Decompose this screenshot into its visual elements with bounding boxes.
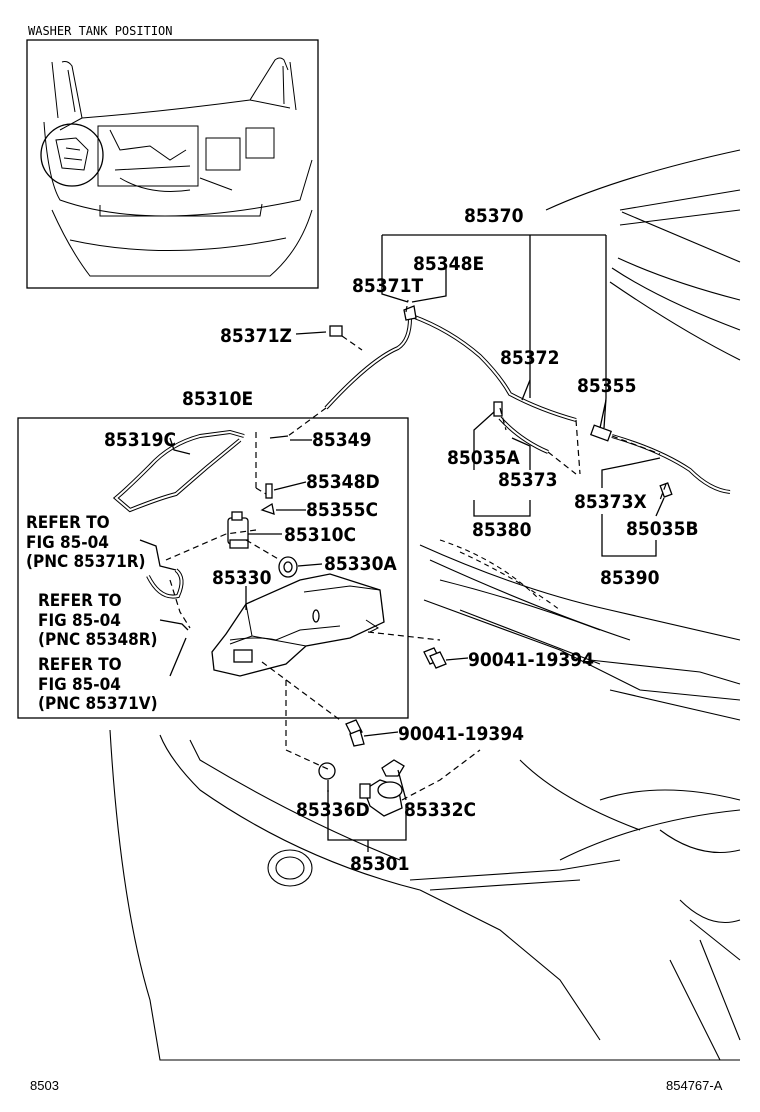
label-85371Z: 85371Z: [220, 325, 292, 347]
joint-85348E: [403, 305, 417, 321]
bolt-90041-upper: [423, 647, 447, 669]
clip-85371Z: [329, 325, 343, 337]
inset-tank-highlight-circle: [40, 123, 104, 187]
label-85035A: 85035A: [447, 447, 520, 469]
label-85373: 85373: [498, 469, 557, 491]
nozzle-85035A: [493, 401, 503, 417]
washer-tank-85330: [211, 573, 385, 677]
label-85355: 85355: [577, 375, 636, 397]
label-85348D: 85348D: [306, 471, 380, 493]
label-85310C: 85310C: [284, 524, 356, 546]
label-85390: 85390: [600, 567, 660, 589]
label-85332C: 85332C: [404, 799, 476, 821]
svg-text:(PNC 85371V): (PNC 85371V): [38, 694, 158, 714]
label-85301: 85301: [350, 853, 409, 875]
label-90041-upper: 90041-19394: [468, 649, 594, 671]
bolt-90041-lower: [345, 719, 365, 747]
refer-note-85348R: REFER TO FIG 85-04 (PNC 85348R): [38, 591, 158, 650]
grommet-85330A: [278, 556, 298, 578]
label-85336D: 85336D: [296, 799, 370, 821]
page-number: 8503: [30, 1078, 59, 1093]
svg-text:(PNC 85348R): (PNC 85348R): [38, 630, 158, 650]
nozzle-85373X: [659, 482, 673, 498]
grommet-85332C: [381, 759, 405, 777]
label-85372: 85372: [500, 347, 559, 369]
label-85330A: 85330A: [324, 553, 397, 575]
label-85355C: 85355C: [306, 499, 378, 521]
label-85373X: 85373X: [574, 491, 647, 513]
label-85349: 85349: [312, 429, 371, 451]
svg-text:REFER TO: REFER TO: [38, 655, 122, 675]
inset-title: WASHER TANK POSITION: [28, 24, 173, 38]
inset-washer-tank-position: WASHER TANK POSITION: [26, 24, 319, 289]
label-85310E: 85310E: [182, 388, 253, 410]
parts-frame-85310E: [17, 417, 409, 719]
washer-pump-85310C: [227, 511, 249, 549]
label-90041-lower: 90041-19394: [398, 723, 524, 745]
svg-text:FIG 85-04: FIG 85-04: [38, 611, 121, 631]
label-85330: 85330: [212, 567, 272, 589]
check-valve-85355C: [260, 502, 275, 515]
label-85035B: 85035B: [626, 518, 699, 540]
svg-text:(PNC 85371R): (PNC 85371R): [26, 552, 146, 572]
svg-text:FIG 85-04: FIG 85-04: [26, 533, 109, 553]
inset-frame: [26, 39, 319, 289]
gasket-85336D: [318, 762, 336, 780]
svg-text:REFER TO: REFER TO: [38, 591, 122, 611]
refer-note-85371V: REFER TO FIG 85-04 (PNC 85371V): [38, 655, 158, 714]
label-85380: 85380: [472, 519, 532, 541]
drawing-id: 854767-A: [666, 1078, 723, 1093]
label-85348E: 85348E: [413, 253, 484, 275]
leader-lines: [139, 234, 665, 852]
washer-hoses-and-nozzles: [112, 305, 731, 817]
part-labels: 85370 85348E 85371T 85371Z 85372 85355 8…: [104, 205, 699, 875]
inset-car-front-illustration: [40, 57, 313, 277]
label-85370: 85370: [464, 205, 524, 227]
label-85371T: 85371T: [352, 275, 423, 297]
washer-motor-85301: [318, 759, 405, 817]
svg-text:FIG 85-04: FIG 85-04: [38, 675, 121, 695]
car-body-outline: [109, 149, 741, 1061]
joint-85348D: [265, 483, 273, 499]
refer-note-85371R: REFER TO FIG 85-04 (PNC 85371R): [26, 513, 146, 572]
svg-text:REFER TO: REFER TO: [26, 513, 110, 533]
hose-85349: [269, 435, 289, 439]
nozzle-85355: [589, 424, 613, 442]
label-85319C: 85319C: [104, 429, 176, 451]
assembly-dashed-lines: [165, 299, 667, 801]
